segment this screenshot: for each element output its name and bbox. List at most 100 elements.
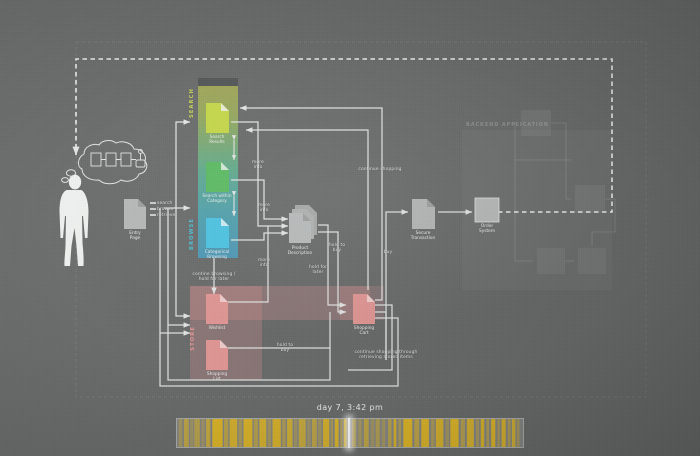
timeline-segment xyxy=(516,419,520,447)
timeline-segment xyxy=(243,419,253,447)
label-order-system: Order System xyxy=(478,224,496,234)
timeline-segment xyxy=(475,419,480,447)
timeline-segment xyxy=(293,419,298,447)
timeline-segment xyxy=(318,419,322,447)
timeline-segment xyxy=(282,419,286,447)
timeline-segment xyxy=(388,419,392,447)
timeline-segment xyxy=(414,419,420,447)
timeline-segment xyxy=(497,419,500,447)
timeline-bars xyxy=(177,419,523,447)
edge-label-hold-to-buy-1: hold to buy xyxy=(328,243,346,254)
node-product-description[interactable] xyxy=(289,205,317,243)
timeline-segment xyxy=(501,419,506,447)
timeline-segment xyxy=(507,419,511,447)
edge-label-continue-shopping: continue shopping xyxy=(358,167,402,172)
timeline-playhead[interactable] xyxy=(347,418,350,448)
node-shopping-list[interactable] xyxy=(206,340,228,370)
timeline-segment xyxy=(229,419,238,447)
timeline-segment xyxy=(201,419,205,447)
timeline-segment xyxy=(212,419,223,447)
timeline-segment xyxy=(343,419,347,447)
edge-label-more-info-1: more info xyxy=(252,160,264,171)
timeline-segment xyxy=(330,419,334,447)
timeline-segment xyxy=(460,419,465,447)
timeline-segment xyxy=(272,419,281,447)
timeline-segment xyxy=(287,419,293,447)
node-secure-transaction[interactable] xyxy=(412,199,435,229)
entry-action-browse: browse xyxy=(157,206,174,212)
timeline-segment xyxy=(398,419,402,447)
timeline-segment xyxy=(486,419,490,447)
entry-action-search: search xyxy=(157,200,173,206)
node-order-system[interactable] xyxy=(474,197,500,223)
timeline-segment xyxy=(358,419,362,447)
edge-label-more-info-2: more info xyxy=(258,203,270,214)
timeline-segment xyxy=(178,419,183,447)
timeline-segment xyxy=(253,419,258,447)
label-shopping-list: Shopping List xyxy=(206,372,228,382)
timeline-segment xyxy=(435,419,444,447)
thought-bubble xyxy=(61,140,148,185)
timeline-segment xyxy=(430,419,435,447)
label-search-results: Search Results xyxy=(209,135,225,145)
timeline-segment xyxy=(445,419,449,447)
node-wishlist[interactable] xyxy=(206,294,228,324)
node-search-within-category[interactable] xyxy=(206,162,229,192)
edge-label-continue-browsing: contine browsing / hold for later xyxy=(192,272,236,283)
timeline-segment xyxy=(259,419,267,447)
column-top-shade xyxy=(198,78,238,88)
timeline-segment xyxy=(393,419,397,447)
timeline-segment xyxy=(450,419,459,447)
node-search-results[interactable] xyxy=(206,103,229,133)
timeline-segment xyxy=(352,419,357,447)
timeline-segment xyxy=(421,419,429,447)
node-entry-page[interactable] xyxy=(124,199,146,229)
thought-bubble-contents xyxy=(90,149,146,168)
timeline-segment xyxy=(403,419,413,447)
label-wishlist: Wishlist xyxy=(208,326,226,331)
timeline-segment xyxy=(183,419,189,447)
timeline-segment xyxy=(224,419,229,447)
timeline-segment xyxy=(466,419,474,447)
label-search-within-category: Search within Category xyxy=(202,194,232,204)
timeline-segment xyxy=(375,419,380,447)
timeline-segment xyxy=(363,419,369,447)
node-categorical-browsing[interactable] xyxy=(206,218,229,248)
timeline-strip[interactable] xyxy=(176,418,524,448)
edge-label-continue-shopping-stored: continue shopping through retrieving sto… xyxy=(354,350,418,361)
timeline-segment xyxy=(323,419,330,447)
timeline-segment xyxy=(267,419,272,447)
entry-action-retrieve: retrieve xyxy=(157,212,176,218)
edge-label-buy: buy xyxy=(383,250,393,255)
timeline-segment xyxy=(491,419,496,447)
label-categorical-browsing: Categorical Browsing xyxy=(204,250,230,260)
node-shopping-cart[interactable] xyxy=(353,294,375,324)
edge-label-more-info-3: more info xyxy=(258,258,270,269)
label-shopping-cart: Shopping Cart xyxy=(353,326,375,336)
timeline-timestamp: day 7, 3:42 pm xyxy=(316,403,384,412)
timeline-segment xyxy=(238,419,243,447)
timeline-segment xyxy=(340,419,343,447)
timeline-segment xyxy=(190,419,194,447)
timeline-segment xyxy=(311,419,317,447)
edge-label-hold-for-later-1: hold for later xyxy=(308,265,328,276)
label-entry-page: Entry Page xyxy=(129,231,141,241)
label-product-description: Product Description xyxy=(287,246,313,256)
timeline-segment xyxy=(194,419,200,447)
timeline-segment xyxy=(298,419,306,447)
backend-application-label: BACKEND APPLICATION xyxy=(466,122,549,128)
timeline-segment xyxy=(480,419,485,447)
timeline-segment xyxy=(370,419,375,447)
timeline-segment xyxy=(381,419,386,447)
edge-label-hold-to-buy-2: hold to buy xyxy=(276,343,294,354)
user-silhouette xyxy=(59,174,89,266)
timeline-segment xyxy=(511,419,516,447)
label-secure-transaction: Secure Transaction xyxy=(410,231,436,241)
